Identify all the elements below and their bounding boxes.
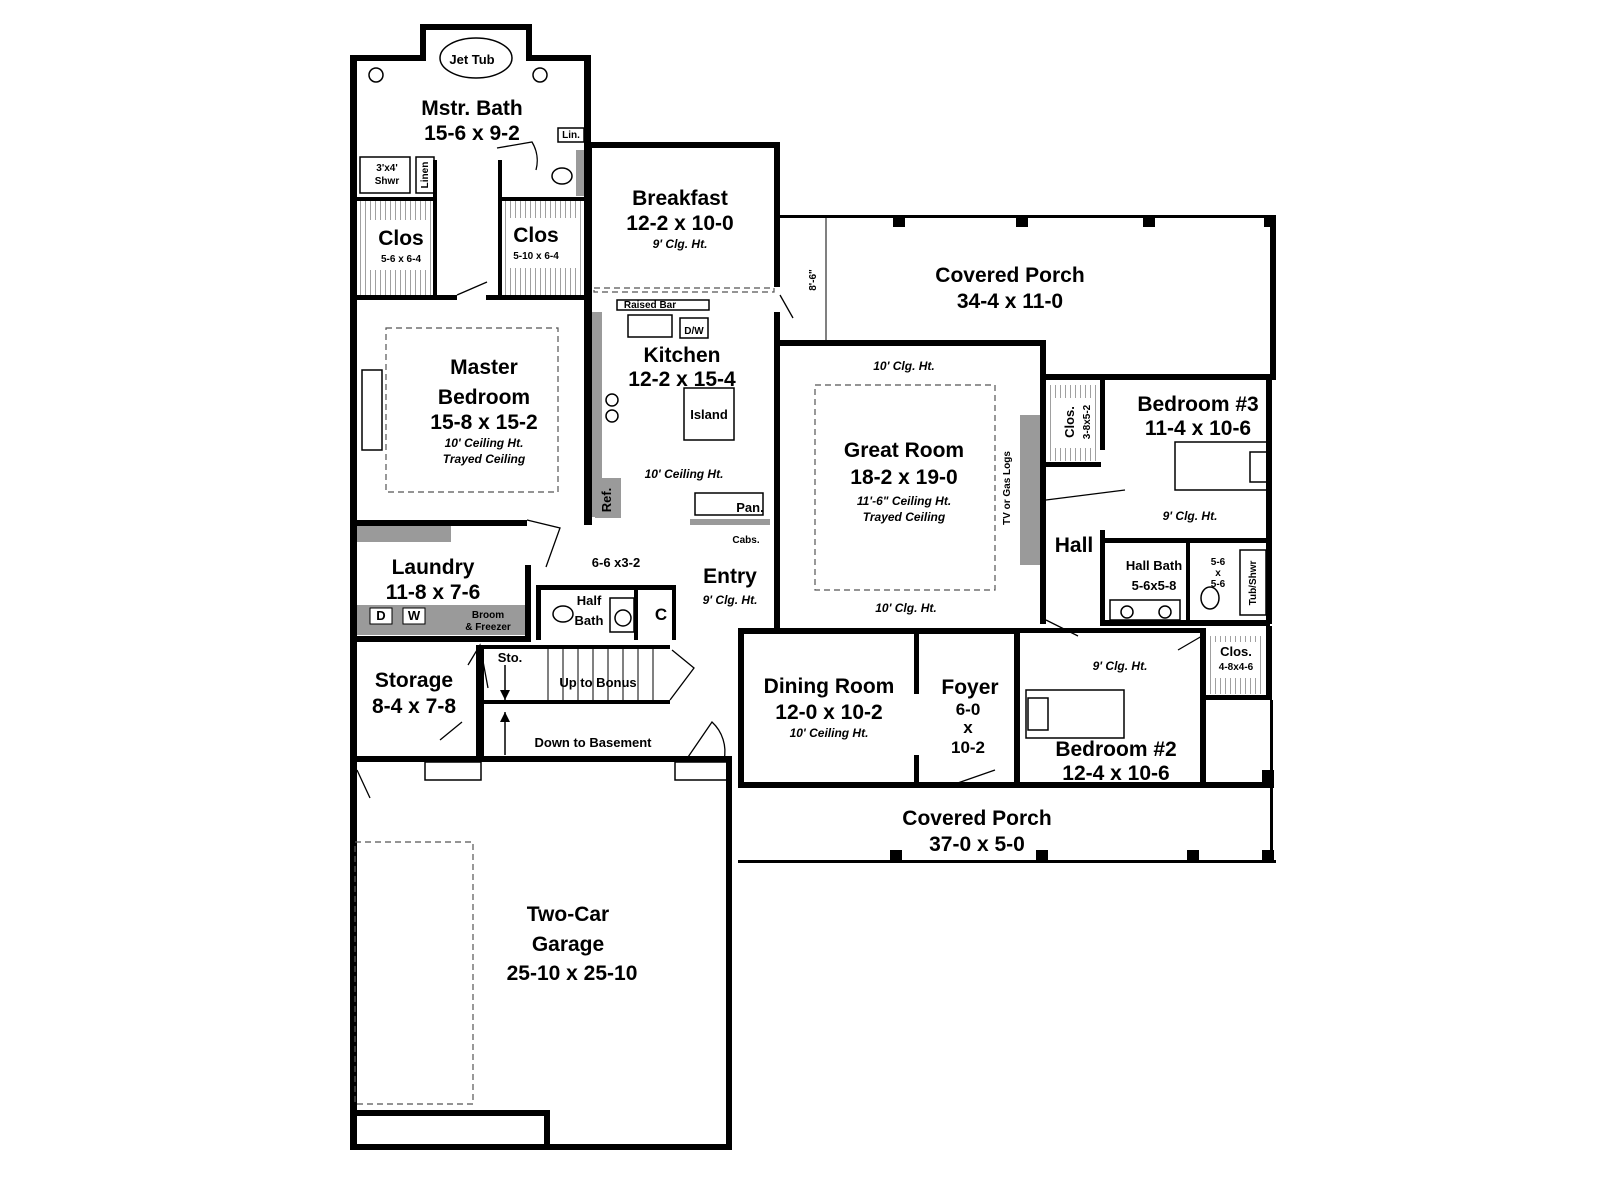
dryer-label: D [376, 608, 385, 623]
washer-label: W [408, 608, 421, 623]
tv-label: TV or Gas Logs [1002, 451, 1013, 525]
great-room-dims: 18-2 x 19-0 [850, 466, 957, 489]
coat-closet-label: C [655, 605, 667, 624]
fixtures [354, 37, 1271, 1105]
dining-room-name: Dining Room [764, 675, 895, 698]
great-room-ceiling-type: Trayed Ceiling [863, 510, 946, 524]
foyer-w: 6-0 [956, 700, 981, 719]
tub-shower-label: Tub/Shwr [1248, 560, 1259, 605]
bedroom2-name: Bedroom #2 [1055, 738, 1176, 761]
tub-dims-h: 5-6 [1211, 579, 1226, 590]
jet-tub-label: Jet Tub [449, 52, 494, 67]
dining-room-dims: 12-0 x 10-2 [775, 701, 882, 724]
kitchen-name: Kitchen [643, 344, 720, 367]
foyer-h: 10-2 [951, 738, 985, 757]
garage-name-1: Two-Car [527, 903, 609, 926]
master-bedroom-name-1: Master [450, 356, 518, 379]
storage-dims: 8-4 x 7-8 [372, 695, 456, 718]
entry-passage-dims: 6-6 x3-2 [592, 555, 640, 570]
master-bedroom-name-2: Bedroom [438, 386, 530, 409]
bedroom2-dims: 12-4 x 10-6 [1062, 762, 1169, 785]
bedroom3-dims: 11-4 x 10-6 [1145, 417, 1251, 440]
broom-label-1: Broom [472, 610, 504, 621]
master-bedroom-ceiling-type: Trayed Ceiling [443, 452, 526, 466]
foyer-name: Foyer [941, 676, 998, 699]
linen-closet-label: Lin. [562, 130, 580, 141]
great-room-ceiling-bottom: 10' Clg. Ht. [875, 601, 937, 615]
tub-dims-w: 5-6 [1211, 557, 1226, 568]
master-bedroom-ceiling: 10' Ceiling Ht. [445, 436, 524, 450]
storage-name: Storage [375, 669, 453, 692]
tub-dims-x: x [1215, 568, 1221, 579]
shower-size: 3'x4' [376, 163, 397, 174]
clos-left-name: Clos [378, 227, 424, 250]
doors [356, 141, 1203, 799]
entry-name: Entry [703, 565, 757, 588]
pantry-label: Pan. [736, 500, 763, 515]
front-porch-dims: 37-0 x 5-0 [929, 833, 1025, 856]
entry-ceiling: 9' Clg. Ht. [703, 593, 758, 607]
rear-porch-name: Covered Porch [935, 264, 1084, 287]
kitchen-ceiling: 10' Ceiling Ht. [645, 467, 724, 481]
breakfast-ceiling: 9' Clg. Ht. [653, 237, 708, 251]
great-room-ceiling: 11'-6" Ceiling Ht. [857, 494, 951, 508]
hall-bath-name: Hall Bath [1126, 558, 1182, 573]
breakfast-name: Breakfast [632, 187, 728, 210]
rear-porch-depth: 8'-6" [808, 269, 819, 291]
hall-label: Hall [1055, 534, 1094, 557]
hall-bath-dims: 5-6x5-8 [1132, 578, 1177, 593]
sto-label: Sto. [498, 650, 523, 665]
bedroom2-ceiling: 9' Clg. Ht. [1093, 659, 1148, 673]
mstr-bath-dims: 15-6 x 9-2 [424, 122, 520, 145]
dining-room-ceiling: 10' Ceiling Ht. [790, 726, 869, 740]
half-bath-label-2: Bath [575, 613, 604, 628]
clos-left-dims: 5-6 x 6-4 [381, 254, 421, 265]
down-to-basement-label: Down to Basement [534, 735, 652, 750]
shower-label: Shwr [375, 176, 400, 187]
linen-label: Linen [420, 162, 431, 189]
breakfast-dims: 12-2 x 10-0 [626, 212, 733, 235]
garage-dims: 25-10 x 25-10 [507, 962, 638, 985]
walls [350, 24, 1276, 1150]
island-label: Island [690, 407, 728, 422]
laundry-dims: 11-8 x 7-6 [386, 581, 481, 604]
master-bedroom-dims: 15-8 x 15-2 [430, 411, 537, 434]
foyer-x: x [963, 718, 973, 737]
broom-label-2: & Freezer [465, 622, 511, 633]
clos-b2-dims: 4-8x4-6 [1219, 662, 1254, 673]
bedroom3-name: Bedroom #3 [1137, 393, 1258, 416]
up-to-bonus-label: Up to Bonus [559, 675, 636, 690]
clos-right-name: Clos [513, 224, 559, 247]
clos-right-dims: 5-10 x 6-4 [513, 251, 559, 262]
half-bath-label-1: Half [577, 593, 602, 608]
bedroom3-ceiling: 9' Clg. Ht. [1163, 509, 1218, 523]
cabinets-label: Cabs. [732, 535, 759, 546]
great-room-name: Great Room [844, 439, 964, 462]
mstr-bath-name: Mstr. Bath [421, 97, 523, 120]
laundry-name: Laundry [392, 556, 475, 579]
great-room-ceiling-top: 10' Clg. Ht. [873, 359, 935, 373]
refrigerator-label: Ref. [599, 488, 614, 513]
kitchen-dims: 12-2 x 15-4 [628, 368, 736, 391]
raised-bar-label: Raised Bar [624, 300, 676, 311]
rear-porch-dims: 34-4 x 11-0 [957, 290, 1063, 313]
clos-b2-name: Clos. [1220, 644, 1252, 659]
front-porch-name: Covered Porch [902, 807, 1051, 830]
dishwasher-label: D/W [684, 326, 704, 337]
porch-posts [890, 215, 1276, 862]
clos-b3-dims: 3-8x5-2 [1082, 404, 1093, 439]
garage-name-2: Garage [532, 933, 604, 956]
clos-b3-name: Clos. [1062, 406, 1077, 438]
